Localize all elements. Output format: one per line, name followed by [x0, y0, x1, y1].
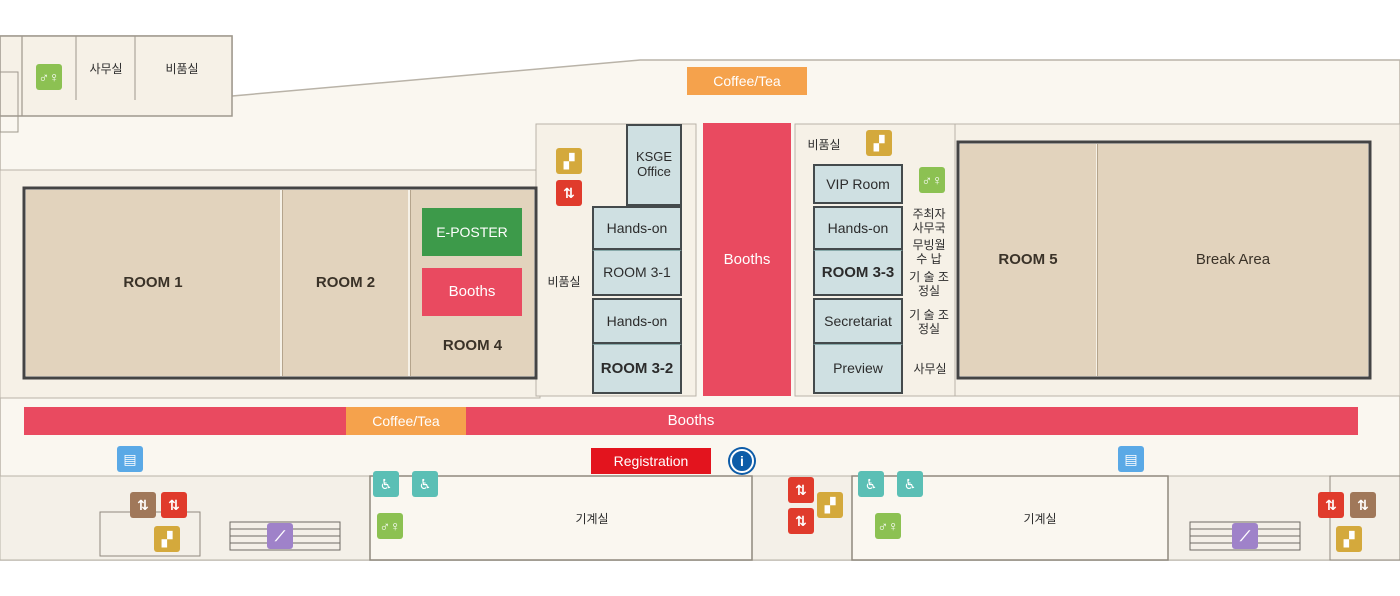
hands-on-left-2: Hands-on — [592, 298, 682, 344]
room-1: ROOM 1 — [26, 190, 280, 376]
restroom-icon: ♂♀ — [875, 513, 901, 539]
storage-top-label: 비품실 — [165, 62, 199, 76]
atm-icon: ▤ — [1118, 446, 1144, 472]
stairs-icon: ▞ — [1336, 526, 1362, 552]
stairs-icon: ▞ — [556, 148, 582, 174]
stairs-icon: ▞ — [817, 492, 843, 518]
ksge-office: KSGE Office — [626, 124, 682, 206]
restroom-icon: ♂♀ — [377, 513, 403, 539]
elevator-icon: ⇅ — [1350, 492, 1376, 518]
registration-desk: Registration — [591, 448, 711, 474]
wheelchair-icon: ♿ — [858, 471, 884, 497]
booths-room4: Booths — [422, 268, 522, 316]
coffee-tea-bottom: Coffee/Tea — [346, 407, 466, 435]
wheelchair-icon: ♿ — [412, 471, 438, 497]
hands-on-left-1: Hands-on — [592, 206, 682, 250]
tech-control-room-2: 기 술 조정실 — [909, 308, 949, 337]
preview-room: Preview — [813, 344, 903, 394]
vip-room: VIP Room — [813, 164, 903, 204]
office-right-label: 사무실 — [913, 362, 947, 376]
storage-mid-left-label: 비품실 — [547, 275, 581, 289]
stairs-icon: ▞ — [866, 130, 892, 156]
elevator-icon: ⇅ — [1318, 492, 1344, 518]
elevator-icon: ⇅ — [788, 508, 814, 534]
room-3-3: ROOM 3-3 — [813, 250, 903, 296]
room-2: ROOM 2 — [282, 190, 408, 376]
info-icon: i — [730, 449, 754, 473]
machine-room-right: 기계실 — [1023, 512, 1057, 526]
hands-on-right: Hands-on — [813, 206, 903, 250]
organizer-office-label: 주최자 사무국 — [912, 207, 946, 236]
restroom-icon: ♂♀ — [919, 167, 945, 193]
break-area: Break Area — [1097, 144, 1368, 376]
escalator-icon: ⟋ — [1232, 523, 1258, 549]
elevator-icon: ⇅ — [161, 492, 187, 518]
room-5: ROOM 5 — [960, 144, 1096, 376]
machine-room-left: 기계실 — [575, 512, 609, 526]
atm-icon: ▤ — [117, 446, 143, 472]
coffee-tea-top: Coffee/Tea — [687, 67, 807, 95]
wheelchair-icon: ♿ — [373, 471, 399, 497]
stairs-icon: ▞ — [154, 526, 180, 552]
room-3-2: ROOM 3-2 — [592, 344, 682, 394]
storage-mid-right-label: 비품실 — [807, 138, 841, 152]
elevator-icon: ⇅ — [130, 492, 156, 518]
e-poster-area: E-POSTER — [422, 208, 522, 256]
booths-bottom-strip: Booths — [24, 407, 1358, 435]
elevator-icon: ⇅ — [556, 180, 582, 206]
room-3-1: ROOM 3-1 — [592, 250, 682, 296]
moving-wall-storage-label: 무빙월 수 납 — [912, 238, 946, 267]
elevator-icon: ⇅ — [788, 477, 814, 503]
office-top-label: 사무실 — [89, 62, 123, 76]
wheelchair-icon: ♿ — [897, 471, 923, 497]
escalator-icon: ⟋ — [267, 523, 293, 549]
secretariat: Secretariat — [813, 298, 903, 344]
restroom-icon: ♂♀ — [36, 64, 62, 90]
booths-center: Booths — [703, 123, 791, 396]
tech-control-room-1: 기 술 조정실 — [909, 270, 949, 299]
